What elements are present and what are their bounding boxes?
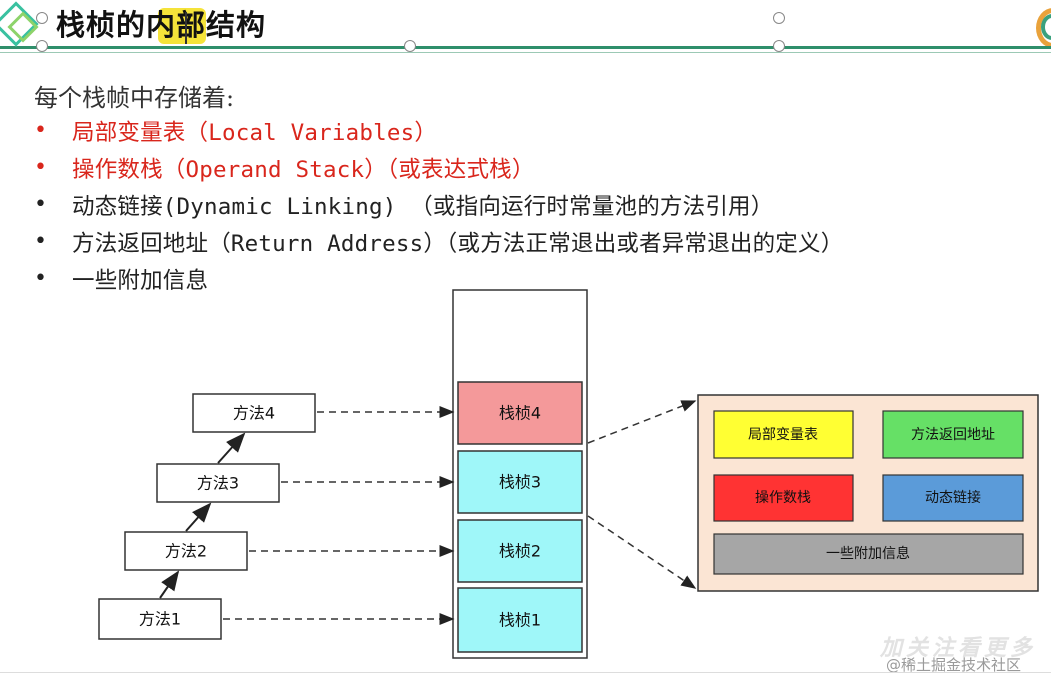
bullet-text: 操作数栈（Operand Stack）（或表达式栈） <box>72 157 535 183</box>
stack-frame-label: 栈桢1 <box>499 611 541 630</box>
header-divider <box>0 46 1051 49</box>
resize-handle-top-left[interactable] <box>36 12 48 24</box>
bullet-dot: • <box>34 192 47 217</box>
stack-frame-label: 栈桢3 <box>499 473 541 492</box>
frame-part: 方法返回地址 <box>882 410 1024 459</box>
resize-handle-bottom-right[interactable] <box>773 40 785 52</box>
title-highlight <box>158 8 206 44</box>
frame-part-label: 方法返回地址 <box>911 427 995 443</box>
frame-part: 操作数栈 <box>713 474 854 522</box>
resize-handle-bottom-left[interactable] <box>36 40 48 52</box>
frame-part-label: 一些附加信息 <box>826 545 910 562</box>
intro-text: 每个栈帧中存储着: <box>34 84 235 112</box>
stack-frame-label: 栈桢2 <box>499 542 541 561</box>
bullet-text: 方法返回地址（Return Address）（或方法正常退出或者异常退出的定义） <box>72 231 844 257</box>
slide-title: 栈桢的内部结构 <box>56 8 267 42</box>
corner-logo-inner-icon <box>1041 14 1051 40</box>
slide-header: 栈桢的内部结构 <box>0 0 1051 60</box>
bullet-item: • 动态链接(Dynamic Linking) （或指向运行时常量池的方法引用） <box>34 189 773 221</box>
bullet-item: • 方法返回地址（Return Address）（或方法正常退出或者异常退出的定… <box>34 226 843 258</box>
method-label: 方法3 <box>197 474 239 493</box>
frame-part-label: 局部变量表 <box>748 427 818 443</box>
call-arrow <box>185 502 212 532</box>
method-box: 方法3 <box>156 463 280 503</box>
text-cursor-icon <box>185 12 187 44</box>
stack-frame: 栈桢3 <box>457 450 583 514</box>
bullet-dot: • <box>34 266 47 291</box>
call-arrow <box>217 432 246 464</box>
stack-frame: 栈桢2 <box>457 519 583 583</box>
call-arrow <box>159 570 180 599</box>
method-box: 方法1 <box>98 598 222 640</box>
stack-frame: 栈桢1 <box>457 587 583 653</box>
bullet-item: • 操作数栈（Operand Stack）（或表达式栈） <box>34 152 535 184</box>
bottom-divider <box>0 672 1051 673</box>
bullet-item: • 局部变量表（Local Variables） <box>34 115 437 147</box>
watermark: @稀土掘金技术社区 <box>886 656 1022 674</box>
frame-part: 一些附加信息 <box>713 533 1024 575</box>
faded-overlay-text: 加关注看更多 <box>880 635 1037 661</box>
expand-arrow <box>587 400 697 444</box>
stack-frame-label: 栈桢4 <box>499 404 541 423</box>
frame-part: 动态链接 <box>882 474 1024 522</box>
bullet-dot: • <box>34 118 47 143</box>
expand-arrow <box>587 515 697 589</box>
resize-handle-top-right[interactable] <box>773 12 785 24</box>
method-box: 方法2 <box>124 531 248 571</box>
bullet-text: 局部变量表（Local Variables） <box>72 120 438 146</box>
bullet-text: 动态链接(Dynamic Linking) （或指向运行时常量池的方法引用） <box>72 194 774 220</box>
header-divider-thin <box>0 52 1051 53</box>
stack-frame: 栈桢4 <box>457 381 583 445</box>
bullet-dot: • <box>34 155 47 180</box>
method-label: 方法1 <box>139 610 181 629</box>
resize-handle-bottom-middle[interactable] <box>404 40 416 52</box>
method-box: 方法4 <box>192 393 316 433</box>
method-label: 方法4 <box>233 404 275 423</box>
frame-part-label: 操作数栈 <box>755 490 811 506</box>
bullet-dot: • <box>34 229 47 254</box>
bullet-item: • 一些附加信息 <box>34 263 208 295</box>
method-label: 方法2 <box>165 542 207 561</box>
frame-part: 局部变量表 <box>713 410 854 459</box>
frame-part-label: 动态链接 <box>925 489 981 506</box>
bullet-text: 一些附加信息 <box>72 268 209 294</box>
